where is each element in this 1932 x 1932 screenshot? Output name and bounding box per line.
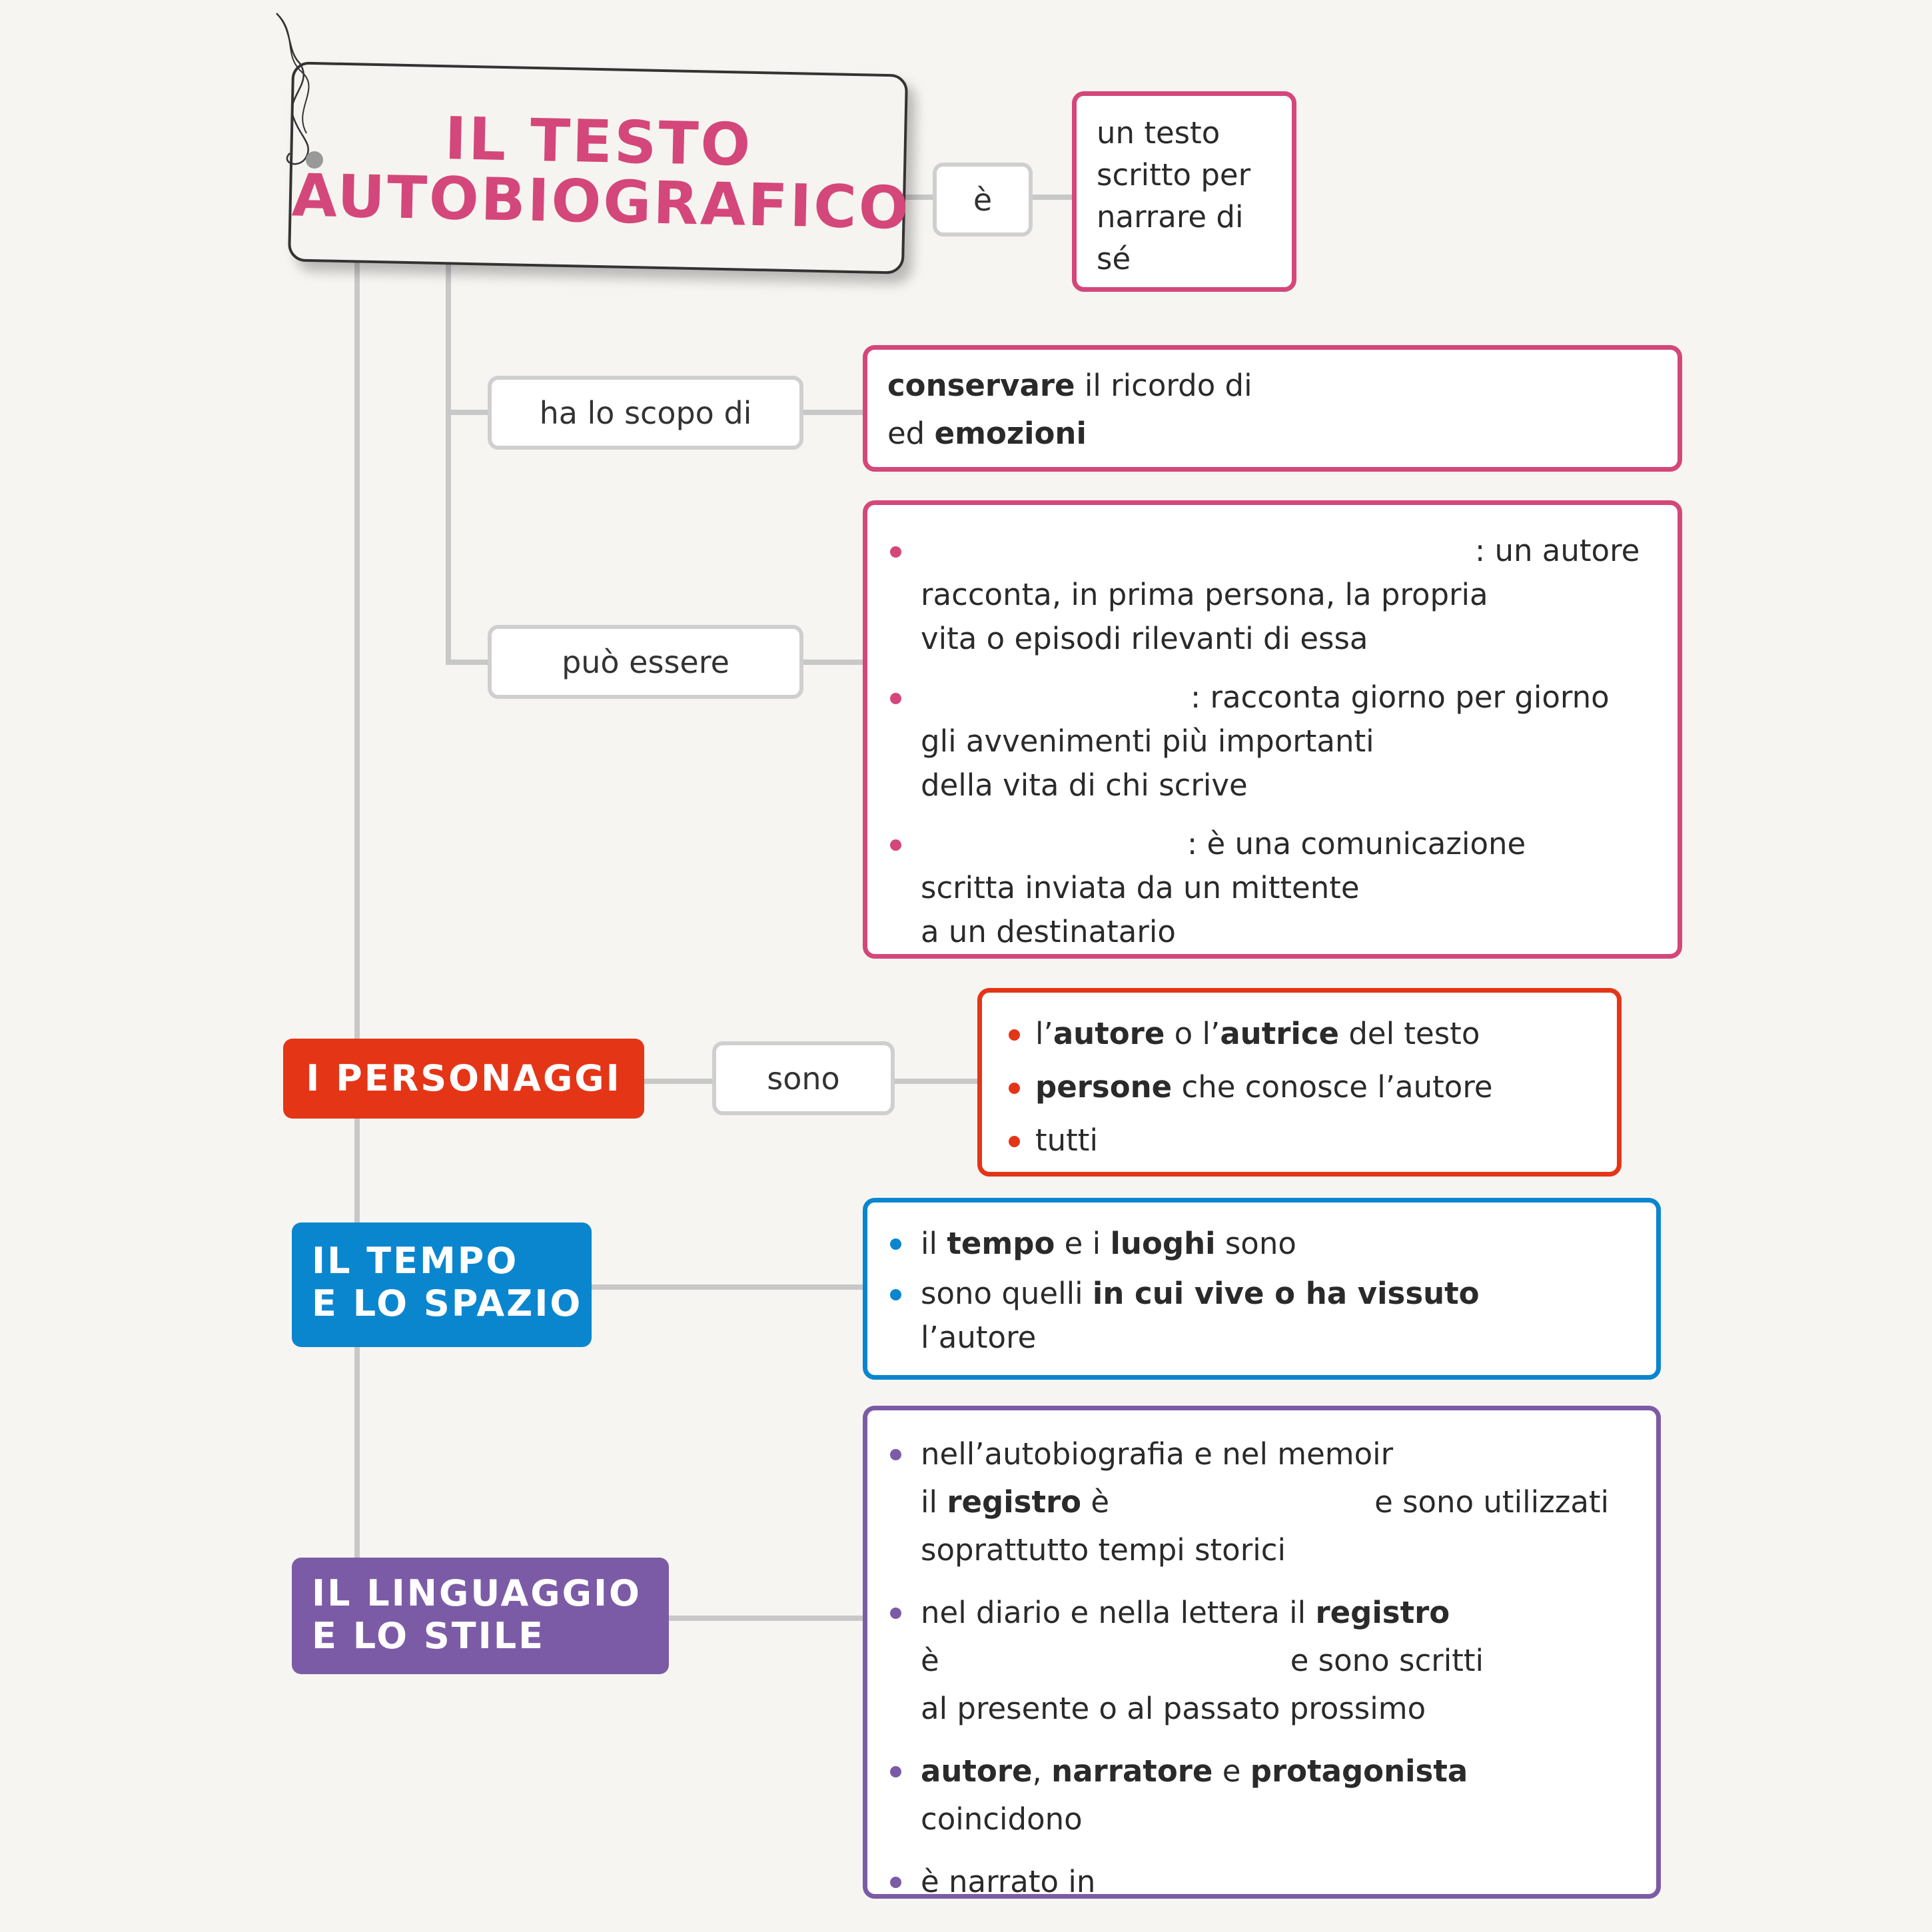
definition-line: narrare di — [1097, 199, 1244, 235]
bullet-icon — [890, 1449, 901, 1460]
text-bold: autrice — [1220, 1016, 1340, 1051]
connector — [590, 1284, 866, 1290]
purpose-box: conservare il ricordo di ed emozioni — [863, 345, 1682, 472]
purpose-text: ed — [887, 416, 935, 451]
type-text: : un autore — [1475, 533, 1640, 568]
type-item: : un autore racconta, in prima persona, … — [867, 529, 1658, 661]
text-bold: persone — [1035, 1069, 1173, 1105]
bullet-icon — [890, 1238, 901, 1250]
language-box: nell’autobiografia e nel memoir il regis… — [863, 1406, 1661, 1899]
bullet-icon — [890, 1608, 901, 1619]
type-text: vita o episodi rilevanti di essa — [921, 621, 1368, 656]
text: coincidono — [921, 1801, 1083, 1837]
text-bold: autore — [1053, 1016, 1165, 1051]
label-line: E LO STILE — [312, 1615, 545, 1657]
definition-line: scritto per — [1097, 157, 1251, 193]
definition-line: sé — [1097, 241, 1131, 276]
connector — [1029, 195, 1076, 200]
bullet-icon — [890, 1289, 901, 1300]
language-label: IL LINGUAGGIO E LO STILE — [292, 1558, 669, 1674]
time-space-label: IL TEMPO E LO SPAZIO — [292, 1222, 592, 1347]
purpose-bold: conservare — [887, 368, 1075, 403]
type-text: : è una comunicazione — [1187, 826, 1526, 861]
purpose-bold: emozioni — [934, 416, 1087, 451]
text-bold: luoghi — [1110, 1226, 1216, 1261]
type-text: della vita di chi scrive — [921, 767, 1248, 803]
text-bold: registro — [947, 1484, 1082, 1520]
text: il — [921, 1226, 947, 1261]
text: al presente o al passato prossimo — [921, 1691, 1426, 1726]
text-bold: in cui vive o ha vissuto — [1092, 1276, 1480, 1311]
title-line2: AUTOBIOGRAFICO — [290, 161, 911, 242]
label-line: IL TEMPO — [312, 1240, 519, 1282]
text-bold: autore — [921, 1753, 1033, 1789]
text-bold: protagonista — [1250, 1753, 1468, 1789]
type-text: racconta, in prima persona, la propria — [921, 577, 1488, 612]
text: che conosce l’autore — [1172, 1069, 1493, 1105]
definition-line: un testo — [1097, 115, 1220, 151]
text: il — [921, 1484, 947, 1520]
bullet-icon — [890, 1766, 901, 1777]
time-space-box: il tempo e i luoghi sono sono quelli in … — [863, 1198, 1661, 1380]
text: è narrato in — [921, 1864, 1096, 1899]
text: sono — [1215, 1226, 1296, 1261]
text-bold: registro — [1315, 1595, 1450, 1630]
label-line: E LO SPAZIO — [312, 1282, 583, 1324]
connector — [446, 660, 492, 665]
bullet-icon — [890, 839, 901, 851]
text: e — [1212, 1753, 1250, 1789]
definition-box: un testo scritto per narrare di sé — [1072, 91, 1296, 292]
connector — [666, 1616, 866, 1621]
branch-line — [446, 260, 451, 665]
connector — [799, 410, 866, 415]
text: , — [1032, 1753, 1052, 1789]
characters-label: I PERSONAGGI — [283, 1039, 644, 1119]
text: o l’ — [1165, 1016, 1220, 1051]
text: e sono scritti — [1290, 1643, 1484, 1678]
is-connector: è — [933, 163, 1033, 237]
are-connector: sono — [712, 1041, 895, 1115]
bullet-icon — [890, 546, 901, 558]
connector — [446, 410, 492, 415]
title-tag: IL TESTO AUTOBIOGRAFICO — [287, 61, 911, 274]
text-bold: narratore — [1051, 1753, 1213, 1789]
type-text: : racconta giorno per giorno — [1191, 680, 1610, 715]
connector — [640, 1079, 716, 1084]
text: e i — [1055, 1226, 1111, 1261]
label-line: IL LINGUAGGIO — [312, 1572, 642, 1614]
text: nell’autobiografia e nel memoir — [921, 1436, 1394, 1472]
type-text: scritta inviata da un mittente — [921, 870, 1360, 905]
connector — [891, 1079, 981, 1084]
text: è — [921, 1643, 939, 1678]
purpose-text: il ricordo di — [1075, 368, 1252, 403]
bullet-icon — [1009, 1029, 1020, 1041]
characters-box: l’autore o l’autrice del testo persone c… — [977, 988, 1622, 1177]
text: è — [1081, 1484, 1110, 1520]
tag-string-icon — [276, 13, 323, 169]
text: e sono utilizzati — [1374, 1484, 1610, 1520]
text-bold: tempo — [947, 1226, 1055, 1261]
purpose-connector: ha lo scopo di — [488, 376, 803, 450]
type-item: : racconta giorno per giorno gli avvenim… — [867, 676, 1658, 807]
types-box: : un autore racconta, in prima persona, … — [863, 500, 1682, 959]
text: l’ — [1035, 1016, 1053, 1051]
bullet-icon — [1009, 1136, 1020, 1147]
text: del testo — [1339, 1016, 1480, 1051]
text: soprattutto tempi storici — [921, 1532, 1286, 1568]
bullet-icon — [890, 693, 901, 704]
type-item: : è una comunicazione scritta inviata da… — [867, 822, 1658, 954]
bullet-icon — [890, 1877, 901, 1888]
bullet-icon — [1009, 1083, 1020, 1094]
text: sono quelli — [921, 1276, 1093, 1311]
type-text: a un destinatario — [921, 914, 1176, 949]
text: tutti — [1035, 1123, 1098, 1158]
connector — [799, 660, 866, 665]
can-be-connector: può essere — [488, 625, 803, 699]
connector — [903, 195, 943, 200]
text: nel diario e nella lettera il — [921, 1595, 1316, 1630]
type-text: gli avvenimenti più importanti — [921, 724, 1374, 759]
main-trunk-line — [354, 260, 360, 1559]
text: l’autore — [921, 1320, 1037, 1355]
